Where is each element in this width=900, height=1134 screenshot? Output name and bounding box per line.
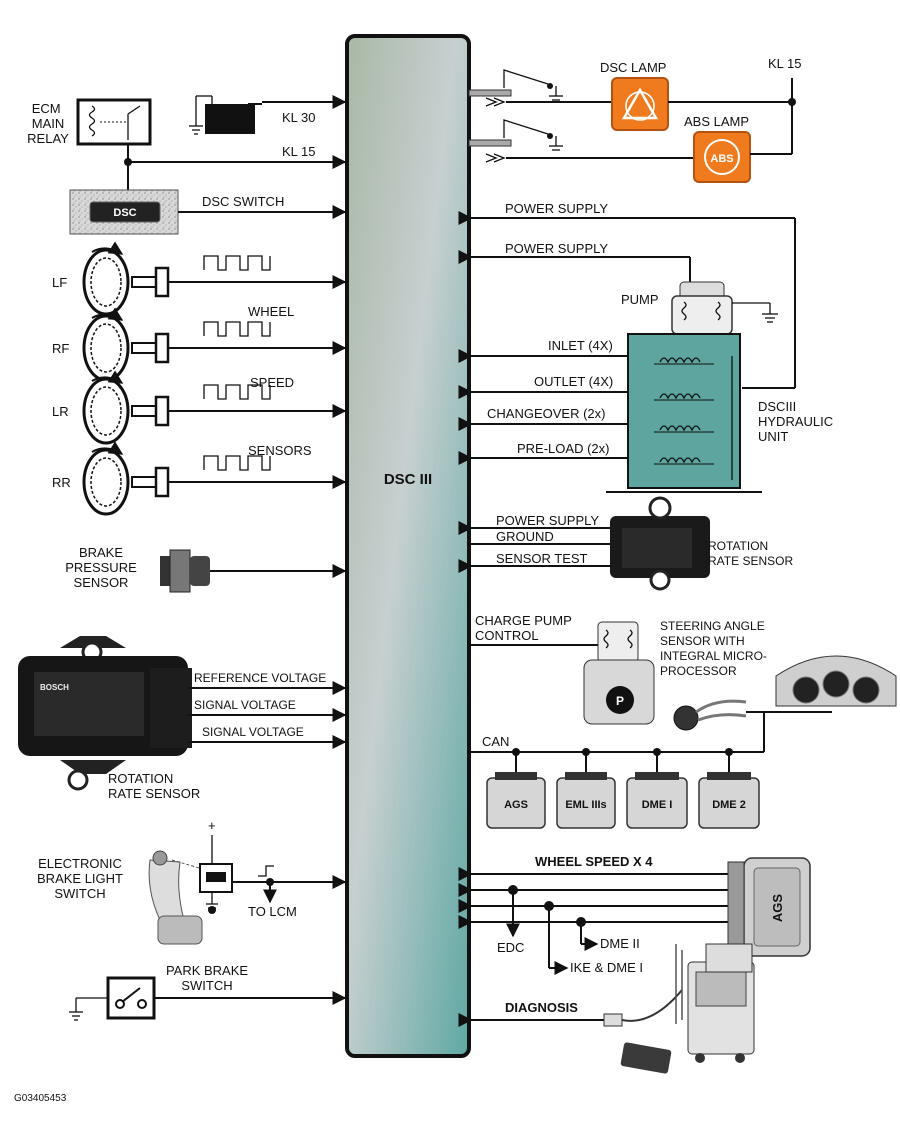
can-module-label: DME I — [642, 799, 673, 811]
dsc-iii-module — [345, 34, 471, 1058]
ags-big-label: AGS — [770, 894, 785, 923]
wheel-speed-sensors: LF RF LR RR — [52, 241, 347, 516]
dsc-lamp-warning-icon — [621, 87, 659, 120]
wheel-position-label: LR — [52, 404, 69, 419]
wheel-speed-label: WHEEL SPEED X 4 — [535, 854, 653, 869]
figure-id: G03405453 — [14, 1093, 67, 1104]
reference-voltage-label: REFERENCE VOLTAGE — [194, 671, 326, 685]
wheel-position-label: RF — [52, 341, 69, 356]
hydraulic-valve-coils — [654, 356, 733, 480]
ike-dme1-label: IKE & DME I — [570, 960, 643, 975]
ecm-main-relay — [76, 98, 152, 146]
diagnostic-tester-icon — [620, 943, 755, 1074]
preload-label: PRE-LOAD (2x) — [517, 441, 609, 456]
valve-coil — [659, 425, 701, 432]
can-modules: AGS EML IIIs DME I DME 2 — [486, 748, 760, 829]
wheel-rf: RF — [52, 307, 347, 382]
hydraulic-unit — [627, 333, 741, 489]
pump-label: PUMP — [621, 292, 659, 307]
can-module-label: AGS — [504, 799, 528, 811]
dsc-button-label: DSC — [113, 207, 136, 219]
changeover-label: CHANGEOVER (2x) — [487, 406, 605, 421]
valve-coil — [659, 393, 701, 400]
power-supply-2-label: POWER SUPPLY — [505, 241, 608, 256]
wheel-speed-lines — [458, 867, 728, 929]
ags-controller — [727, 857, 811, 957]
can-module-dme-i: DME I — [626, 748, 688, 829]
dme2-label: DME II — [600, 936, 640, 951]
rr-ground-label: GROUND — [496, 529, 554, 544]
valve-coil — [659, 357, 701, 364]
rr-power-supply-label: POWER SUPPLY — [496, 513, 599, 528]
charge-pump-icon: P — [583, 621, 655, 725]
wheel-lr: LR — [52, 370, 347, 445]
brake-pedal-icon — [148, 850, 207, 945]
wheel-rr: RR — [52, 441, 347, 516]
inlet-label: INLET (4X) — [548, 338, 613, 353]
steering-angle-sensor-icon — [673, 699, 747, 731]
to-lcm-label: TO LCM — [248, 904, 297, 919]
signal-voltage-1-label: SIGNAL VOLTAGE — [194, 698, 296, 712]
kl15-label: KL 15 — [282, 144, 316, 159]
dsc-lamp — [611, 77, 669, 131]
valve-coil — [659, 457, 701, 464]
dsc-switch-label: DSC SWITCH — [202, 194, 284, 209]
kl30-label: KL 30 — [282, 110, 316, 125]
abs-lamp — [693, 131, 751, 183]
signal-voltage-2-label: SIGNAL VOLTAGE — [202, 725, 304, 739]
brake-pressure-sensor-icon — [160, 549, 210, 593]
park-brake-switch-icon — [106, 976, 156, 1020]
power-supply-1-label: POWER SUPPLY — [505, 201, 608, 216]
wheel-position-label: LF — [52, 275, 67, 290]
rr-sensor-test-label: SENSOR TEST — [496, 551, 588, 566]
abs-badge: ABS — [710, 153, 733, 165]
dsc-lamp-label: DSC LAMP — [600, 60, 666, 75]
wheel-position-label: RR — [52, 475, 71, 490]
kl15-right-label: KL 15 — [768, 56, 802, 71]
wheel-label-sensors: SENSORS — [248, 443, 312, 458]
can-module-label: EML IIIs — [565, 799, 606, 811]
can-module-ags: AGS — [486, 748, 546, 829]
dsc-iii-label: DSC III — [384, 471, 432, 488]
rotation-rate-sensor-right-icon — [610, 496, 710, 591]
wheel-label-speed: SPEED — [250, 375, 294, 390]
abs-lamp-label: ABS LAMP — [684, 114, 749, 129]
outlet-label: OUTLET (4X) — [534, 374, 613, 389]
can-module-eml-iiis: EML IIIs — [556, 748, 616, 829]
diagnosis-label: DIAGNOSIS — [505, 1000, 578, 1015]
bosch-rotation-rate-sensor: BOSCH — [18, 636, 192, 791]
wheel-label-wheel: WHEEL — [248, 304, 294, 319]
instrument-cluster-icon — [775, 655, 897, 707]
wheel-lf: LF — [52, 241, 347, 316]
plus-sign: + — [208, 818, 216, 833]
can-label: CAN — [482, 734, 509, 749]
bosch-brand-label: BOSCH — [40, 683, 69, 692]
edc-label: EDC — [497, 940, 524, 955]
pump-icon — [671, 281, 778, 335]
brake-light-switch-icon — [199, 835, 233, 914]
can-module-label: DME 2 — [712, 799, 746, 811]
battery-icon — [189, 95, 255, 135]
svg-text:P: P — [616, 694, 624, 708]
dsc-button[interactable] — [89, 201, 161, 223]
can-module-dme-2: DME 2 — [698, 748, 760, 829]
lamp-connectors — [468, 69, 694, 163]
